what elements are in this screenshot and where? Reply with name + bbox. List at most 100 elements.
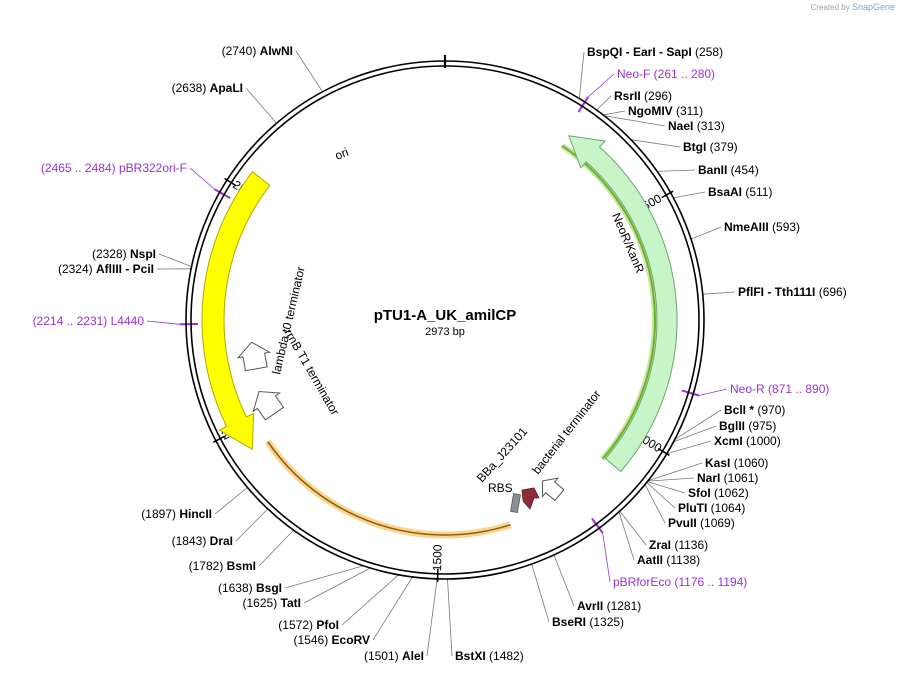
leader-line-ngomiv	[603, 110, 626, 116]
leader-line-pflfi	[702, 291, 736, 295]
site-name: RsrII	[614, 89, 641, 103]
leader-line-bglii	[673, 425, 717, 443]
leader-line-bcli	[674, 409, 722, 440]
rbs-box	[510, 493, 521, 514]
leader-line-bstxi	[447, 578, 453, 657]
site-position: (454)	[727, 163, 758, 177]
site-position: (696)	[815, 285, 846, 299]
site-position: (1843)	[172, 534, 210, 548]
site-name: DraI	[210, 534, 233, 548]
ori-arrow	[201, 171, 271, 451]
site-name: AleI	[402, 649, 424, 663]
primer-mark-pbrforeco	[591, 517, 604, 534]
site-label-bsgi: (1638) BsgI	[218, 581, 282, 595]
site-label-avrii: AvrII (1281)	[577, 599, 641, 613]
site-position: (1062)	[711, 486, 749, 500]
site-name: TatI	[281, 596, 301, 610]
site-name: BtgI	[683, 140, 706, 154]
leader-line-alwni	[295, 50, 323, 93]
primer-mark-pbr322ori-f	[214, 188, 231, 199]
primer-mark-neo-r	[681, 389, 700, 397]
site-name: BsgI	[256, 581, 282, 595]
site-position: (1482)	[486, 649, 524, 663]
site-label-bcli: BclI * (970)	[724, 403, 785, 417]
leader-line-tati	[303, 567, 371, 604]
leader-line-btgi	[630, 139, 681, 148]
site-position: (1782)	[189, 559, 227, 573]
site-leader-lines	[146, 50, 736, 657]
primer-range: (871 .. 890)	[765, 382, 830, 396]
site-label-xcmi: XcmI (1000)	[714, 434, 781, 448]
leader-line-bseri	[531, 563, 550, 623]
primer-name: pBR322ori-F	[119, 161, 187, 175]
site-label-aatii: AatII (1138)	[637, 553, 700, 567]
primer-range: (2465 .. 2484)	[41, 161, 119, 175]
site-position: (511)	[742, 185, 772, 199]
site-position: (1546)	[294, 633, 332, 647]
rbs-label: RBS	[488, 481, 513, 495]
primer-range: (1176 .. 1194)	[671, 575, 747, 589]
leader-line-pvuii	[644, 484, 666, 524]
site-position: (1501)	[364, 649, 402, 663]
primer-name: L4440	[111, 314, 145, 328]
leader-line-kasi	[647, 462, 703, 482]
lambda-t0-terminator-arrow	[236, 341, 272, 372]
primer-range: (2214 .. 2231)	[33, 314, 111, 328]
site-label-pluti: PluTI (1064)	[678, 501, 745, 515]
site-label-afliii: (2324) AflIII - PciI	[58, 262, 154, 276]
leader-line-sfoi	[647, 481, 686, 494]
neor-track	[561, 144, 656, 460]
leader-line-nari	[647, 477, 695, 482]
site-name: BseRI	[552, 615, 586, 629]
leader-line-bsaai	[673, 191, 706, 199]
site-name: PvuII	[668, 516, 697, 530]
site-name: BspQI	[587, 45, 622, 59]
leader-line-naei	[604, 115, 666, 127]
site-name: PflFI	[738, 285, 764, 299]
site-position: (1638)	[218, 581, 256, 595]
site-label-alwni: (2740) AlwNI	[222, 44, 293, 58]
site-name: BglII	[719, 419, 745, 433]
primer-label-neo-f: Neo-F (261 .. 280)	[617, 67, 715, 81]
site-position: (2740)	[222, 44, 260, 58]
site-position: (258)	[692, 45, 723, 59]
primer-label-pbrforeco: pBRforEco (1176 .. 1194)	[613, 575, 747, 589]
site-name: ZraI	[649, 538, 671, 552]
site-label-tati: (1625) TatI	[243, 596, 301, 610]
leader-line-bsmi	[258, 529, 294, 567]
plasmid-name: pTU1-A_UK_amilCP	[374, 307, 517, 324]
site-position: (313)	[693, 119, 724, 133]
tick-mark-2500	[224, 177, 236, 187]
site-name: NspI	[130, 247, 156, 261]
primer-name: pBRforEco	[613, 575, 671, 589]
feature-tracks	[264, 143, 658, 539]
leader-line-nmeaiii	[690, 226, 722, 240]
leader-line-pluti	[646, 482, 676, 509]
site-position: (593)	[769, 220, 800, 234]
leader-line-banii	[657, 169, 696, 172]
primer-leader-l4440	[146, 320, 181, 325]
leader-line-rsrii	[596, 95, 612, 111]
leader-line-drai	[235, 508, 269, 542]
site-position: (1060)	[730, 456, 768, 470]
site-label-ngomiv: NgoMIV (311)	[628, 104, 703, 118]
site-label-bsmi: (1782) BsmI	[189, 559, 256, 573]
primer-label-neo-r: Neo-R (871 .. 890)	[730, 382, 829, 396]
site-label-hincii: (1897) HincII	[141, 507, 212, 521]
site-name: BclI *	[724, 403, 754, 417]
amilcp-track-glow	[264, 439, 512, 539]
site-position: (296)	[641, 89, 672, 103]
site-position: (1136)	[671, 538, 708, 552]
site-name: BstXI	[455, 649, 486, 663]
bacterial-terminator-label: bacterial terminator	[529, 387, 603, 477]
site-name: BsaAI	[708, 185, 742, 199]
site-label-pflfi: PflFI - Tth111I (696)	[738, 285, 847, 299]
leader-line-pfoi	[341, 574, 399, 626]
site-label-bspqi: BspQI - EarI - SapI (258)	[587, 45, 723, 59]
leader-line-nspi	[158, 253, 192, 267]
site-label-naei: NaeI (313)	[668, 119, 725, 133]
site-label-nspi: (2328) NspI	[92, 247, 156, 261]
site-position: (1138)	[663, 553, 700, 567]
snapgene-logo: SnapGene	[851, 2, 895, 12]
leader-line-aatii	[618, 511, 635, 561]
